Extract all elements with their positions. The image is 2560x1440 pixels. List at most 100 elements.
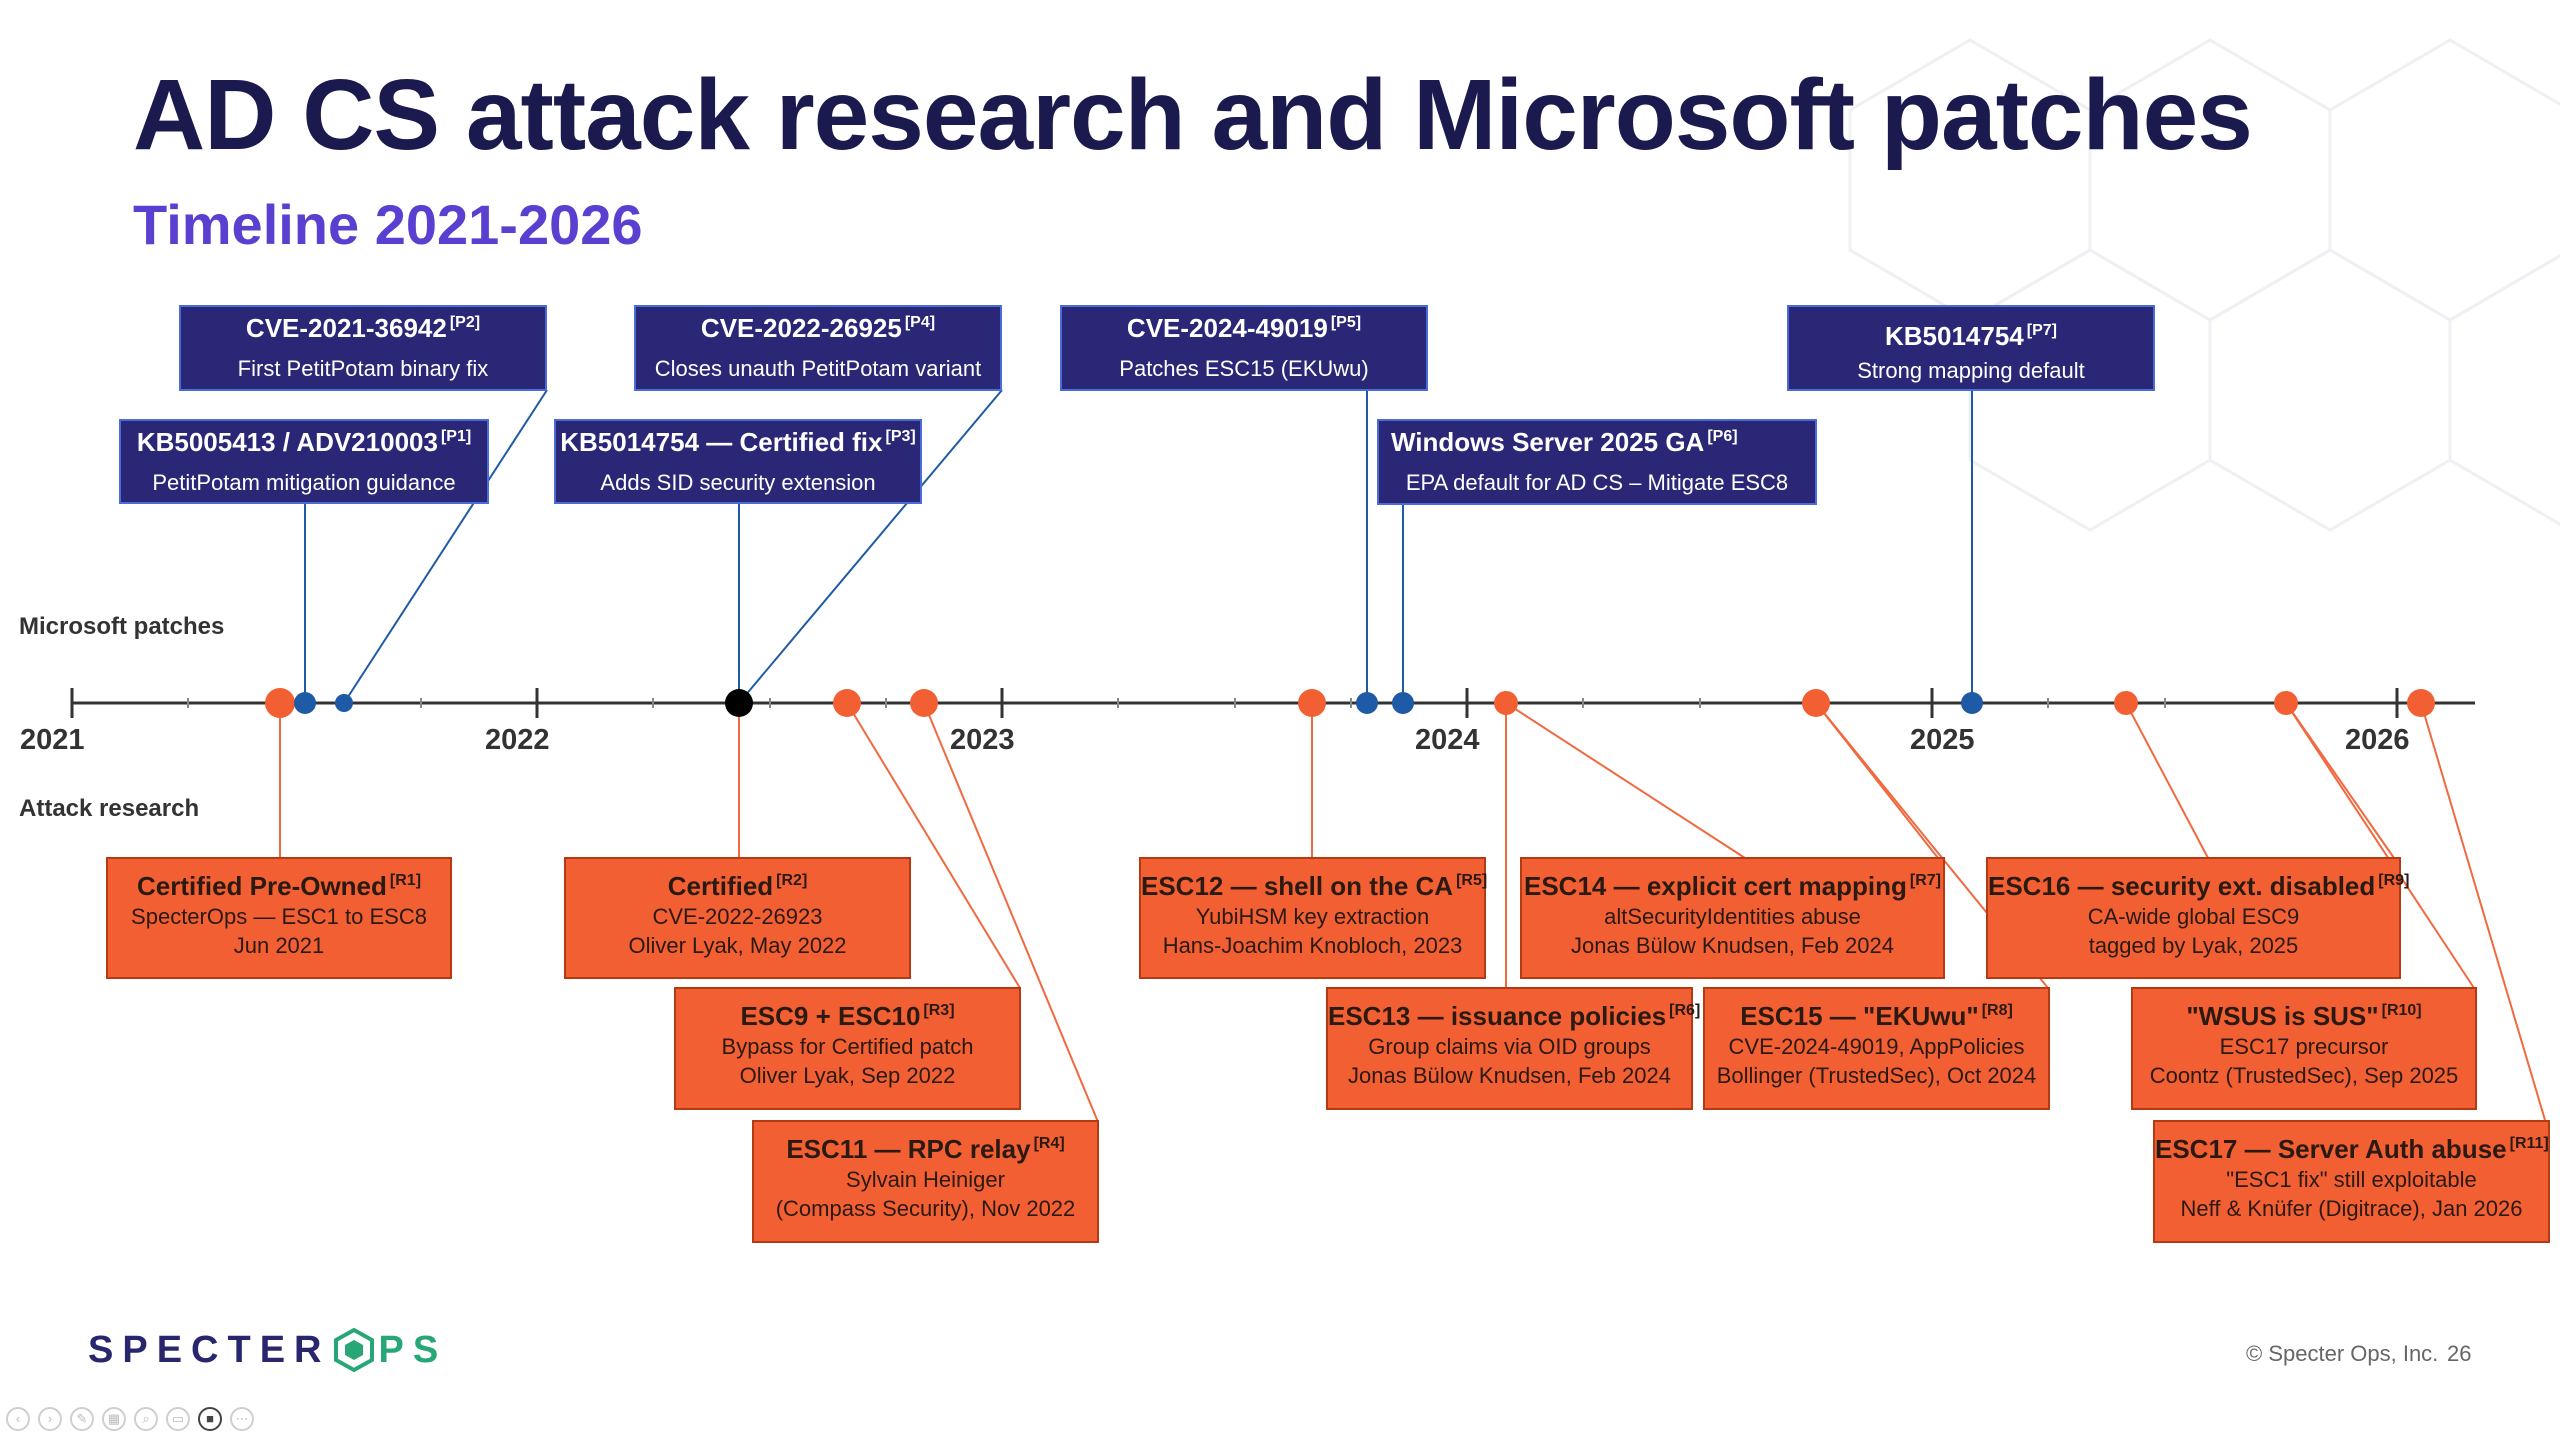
research-dot-r3 xyxy=(833,689,861,717)
slide-title: AD CS attack research and Microsoft patc… xyxy=(133,59,2253,171)
research-dot-r1 xyxy=(265,688,295,718)
research-ref: [R2] xyxy=(776,872,808,890)
research-title: ESC12 — shell on the CA xyxy=(1141,871,1454,901)
research-ref: [R5] xyxy=(1456,872,1488,890)
research-ref: [R9] xyxy=(2378,872,2410,890)
patch-ref: [P7] xyxy=(2026,322,2057,340)
research-desc: Group claims via OID groups xyxy=(1368,1034,1651,1059)
patch-box-p2: CVE-2021-36942[P2] First PetitPotam bina… xyxy=(179,305,547,391)
year-label-2024: 2024 xyxy=(1415,724,1480,756)
research-title: ESC13 — issuance policies xyxy=(1328,1001,1667,1031)
camera-icon[interactable]: ■ xyxy=(198,1407,222,1431)
research-dot-r4 xyxy=(910,689,938,717)
research-dot-r9 xyxy=(2114,691,2138,715)
pen-icon[interactable]: ✎ xyxy=(70,1407,94,1431)
research-desc: Sylvain Heiniger xyxy=(846,1167,1005,1192)
research-date: Neff & Knüfer (Digitrace), Jan 2026 xyxy=(2180,1196,2523,1221)
year-label-2026: 2026 xyxy=(2345,724,2410,756)
subtitles-icon[interactable]: ▭ xyxy=(166,1407,190,1431)
zoom-icon[interactable]: ⌕ xyxy=(134,1407,158,1431)
research-date: Hans-Joachim Knobloch, 2023 xyxy=(1162,933,1463,958)
patch-dot-p1 xyxy=(294,692,316,714)
research-title: "WSUS is SUS" xyxy=(2186,1001,2379,1031)
research-box-r6: ESC13 — issuance policies[R6] Group clai… xyxy=(1326,987,1700,1110)
patch-ref: [P5] xyxy=(1330,314,1362,332)
research-dot-r5 xyxy=(1298,689,1326,717)
research-dot-r11 xyxy=(2407,689,2435,717)
research-date: Jonas Bülow Knudsen, Feb 2024 xyxy=(1348,1063,1671,1088)
previous-slide-icon[interactable]: ‹ xyxy=(6,1407,30,1431)
research-desc: altSecurityIdentities abuse xyxy=(1604,904,1861,929)
research-date: Oliver Lyak, Sep 2022 xyxy=(739,1063,956,1088)
page-number: 26 xyxy=(2447,1341,2472,1366)
year-label-2021: 2021 xyxy=(20,724,85,756)
research-date: (Compass Security), Nov 2022 xyxy=(775,1196,1076,1221)
research-box-r1: Certified Pre-Owned[R1] SpecterOps — ESC… xyxy=(106,857,452,979)
patch-ref: [P3] xyxy=(885,428,916,446)
more-options-icon[interactable]: ⋯ xyxy=(230,1407,254,1431)
research-title: ESC17 — Server Auth abuse xyxy=(2155,1134,2507,1164)
patch-dot-p7 xyxy=(1961,692,1983,714)
patch-box-p1: KB5005413 / ADV210003[P1] PetitPotam mit… xyxy=(119,419,489,504)
patch-dot-p5 xyxy=(1356,692,1378,714)
research-desc: YubiHSM key extraction xyxy=(1195,904,1430,929)
research-desc: SpecterOps — ESC1 to ESC8 xyxy=(131,904,427,929)
patch-ref: [P6] xyxy=(1707,428,1738,446)
row-label-patches: Microsoft patches xyxy=(19,613,225,640)
patch-desc: Strong mapping default xyxy=(1857,358,2085,383)
research-title: ESC9 + ESC10 xyxy=(740,1001,921,1031)
research-title: Certified Pre-Owned xyxy=(136,871,387,901)
patch-desc: EPA default for AD CS – Mitigate ESC8 xyxy=(1405,470,1789,495)
research-date: Jonas Bülow Knudsen, Feb 2024 xyxy=(1571,933,1894,958)
research-date: Coontz (TrustedSec), Sep 2025 xyxy=(2149,1063,2459,1088)
patch-title: KB5014754 xyxy=(1884,321,2024,351)
research-box-r8: ESC15 — "EKUwu"[R8] CVE-2024-49019, AppP… xyxy=(1703,987,2050,1110)
research-title: ESC16 — security ext. disabled xyxy=(1988,871,2376,901)
row-label-research: Attack research xyxy=(19,795,200,822)
research-dot-r10 xyxy=(2274,691,2298,715)
next-slide-icon[interactable]: › xyxy=(38,1407,62,1431)
research-dot-r6-r7 xyxy=(1494,691,1518,715)
research-desc: "ESC1 fix" still exploitable xyxy=(2226,1167,2477,1192)
research-ref: [R7] xyxy=(1909,872,1941,890)
research-title: ESC14 — explicit cert mapping xyxy=(1524,871,1907,901)
combined-dot-r2-p3-p4 xyxy=(725,689,753,717)
research-desc: Bypass for Certified patch xyxy=(721,1034,974,1059)
patch-title: KB5014754 — Certified fix xyxy=(560,427,883,457)
research-desc: ESC17 precursor xyxy=(2219,1034,2389,1059)
patch-box-p3: KB5014754 — Certified fix[P3] Adds SID s… xyxy=(554,419,922,504)
research-box-r2: Certified[R2] CVE-2022-26923 Oliver Lyak… xyxy=(564,857,911,979)
research-box-r9: ESC16 — security ext. disabled[R9] CA-wi… xyxy=(1986,857,2409,979)
research-box-r3: ESC9 + ESC10[R3] Bypass for Certified pa… xyxy=(674,987,1021,1110)
patch-dot-p2 xyxy=(335,694,353,712)
research-title: Certified xyxy=(667,871,774,901)
research-date: Jun 2021 xyxy=(233,933,325,958)
research-ref: [R11] xyxy=(2509,1135,2549,1153)
research-title: ESC15 — "EKUwu" xyxy=(1740,1001,1979,1031)
research-desc: CA-wide global ESC9 xyxy=(2087,904,2300,929)
research-ref: [R4] xyxy=(1033,1135,1065,1153)
logo-text-left: SPECTER xyxy=(88,1328,331,1371)
patch-title: CVE-2024-49019 xyxy=(1126,313,1328,343)
slides-grid-icon[interactable]: ▦ xyxy=(102,1407,126,1431)
patch-title: CVE-2021-36942 xyxy=(245,313,447,343)
patch-box-p7: KB5014754[P7] Strong mapping default xyxy=(1787,305,2155,391)
patch-title: Windows Server 2025 GA xyxy=(1391,427,1705,457)
research-date: Bollinger (TrustedSec), Oct 2024 xyxy=(1716,1063,2037,1088)
research-box-r10: "WSUS is SUS"[R10] ESC17 precursor Coont… xyxy=(2131,987,2477,1110)
specterops-logo: SPECTER PS xyxy=(88,1322,447,1378)
patch-ref: [P4] xyxy=(904,314,936,332)
slide-subtitle: Timeline 2021-2026 xyxy=(133,193,643,256)
patch-dot-p6 xyxy=(1392,692,1414,714)
patch-box-p6: Windows Server 2025 GA[P6] EPA default f… xyxy=(1377,419,1817,505)
research-box-r7: ESC14 — explicit cert mapping[R7] altSec… xyxy=(1520,857,1945,979)
patch-desc: Closes unauth PetitPotam variant xyxy=(654,356,982,381)
patch-desc: Patches ESC15 (EKUwu) xyxy=(1119,356,1369,381)
research-box-r4: ESC11 — RPC relay[R4] Sylvain Heiniger (… xyxy=(752,1120,1099,1243)
patch-title: CVE-2022-26925 xyxy=(700,313,902,343)
logo-hexagon-icon xyxy=(334,1327,375,1373)
research-dot-r8 xyxy=(1802,689,1830,717)
